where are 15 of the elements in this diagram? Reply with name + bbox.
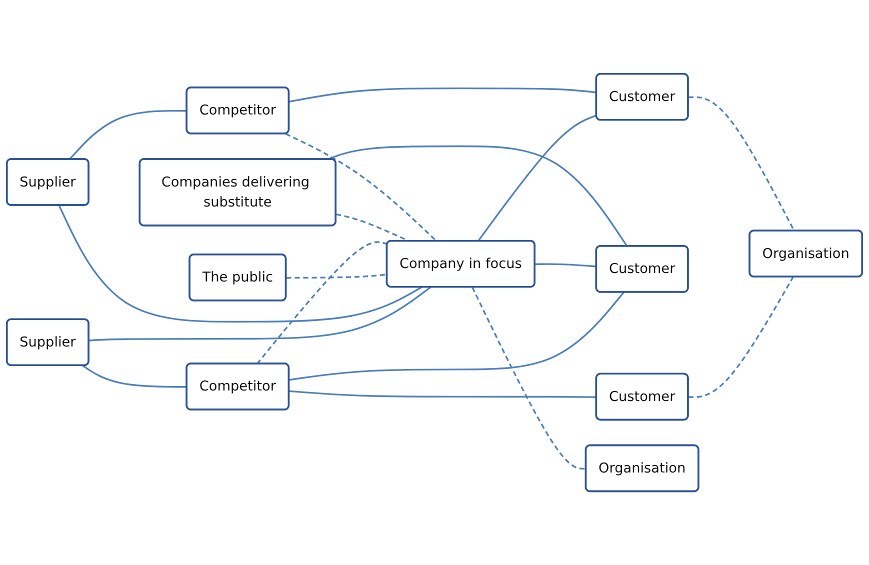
- connector: [286, 273, 388, 279]
- connector: [256, 241, 388, 364]
- connector: [88, 286, 432, 342]
- connector: [477, 114, 597, 242]
- connector: [288, 87, 597, 102]
- connector: [289, 390, 597, 398]
- connector: [472, 286, 586, 470]
- connector: [688, 96, 795, 232]
- connector: [82, 364, 187, 388]
- connector: [285, 133, 438, 242]
- connector: [58, 205, 422, 323]
- connector: [688, 276, 794, 398]
- connector: [289, 292, 624, 381]
- connector: [68, 110, 187, 160]
- connector: [535, 263, 597, 268]
